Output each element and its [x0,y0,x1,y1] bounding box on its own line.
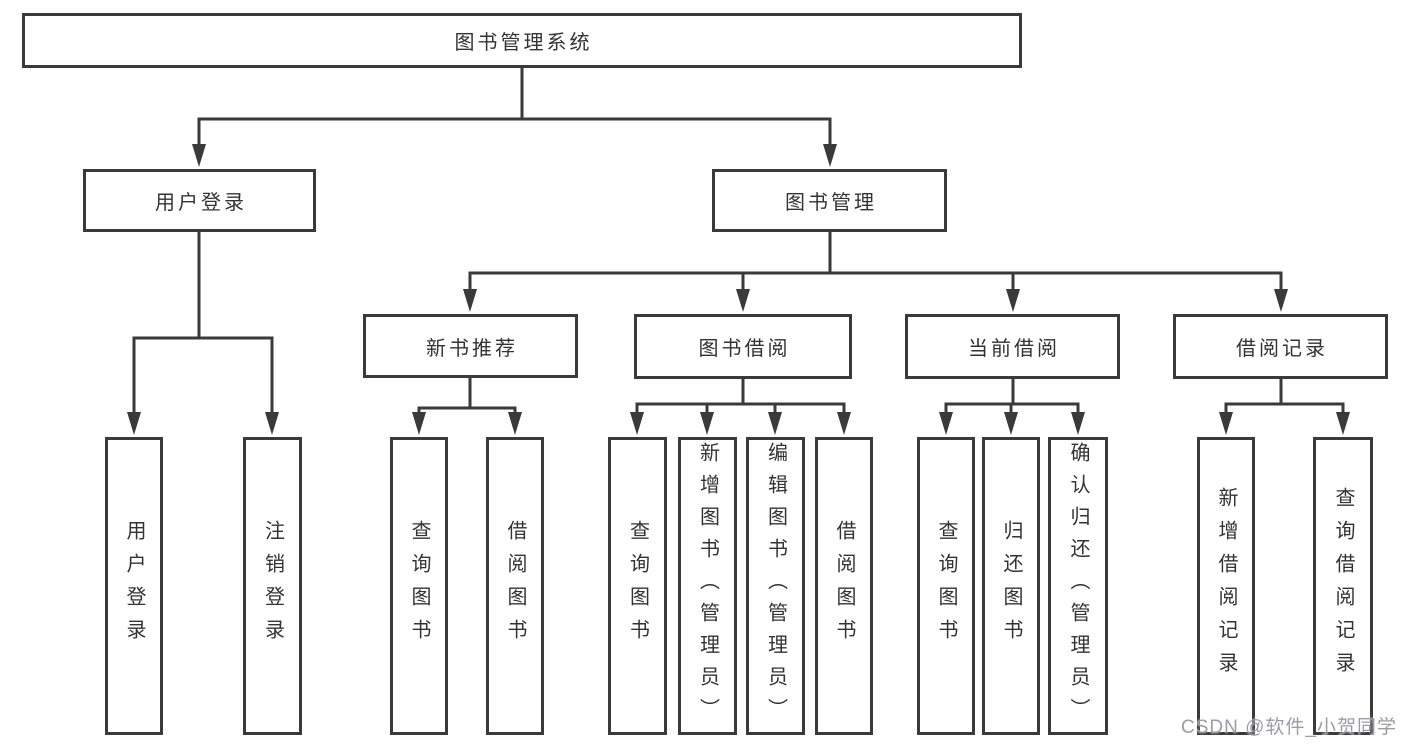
node-bb-query-book: 查询图书 [608,437,667,735]
node-logout: 注销登录 [243,437,302,735]
node-book-mgmt: 图书管理 [712,169,947,232]
node-cb-confirm-return: 确认归还（管理员） [1048,437,1108,735]
csdn-watermark: CSDN @软件_小贺同学 [1181,717,1397,738]
node-bb-add-book: 新增图书（管理员） [678,437,737,735]
arrowheads [127,144,1350,435]
node-nb-borrow-book: 借阅图书 [486,437,544,735]
node-cb-return-book: 归还图书 [982,437,1040,735]
node-user-login-group: 用户登录 [83,169,316,232]
node-user-login: 用户登录 [105,437,163,735]
node-current-borrow: 当前借阅 [905,314,1120,379]
node-bb-borrow-book: 借阅图书 [815,437,873,735]
node-root: 图书管理系统 [22,13,1022,68]
node-cb-query-book: 查询图书 [917,437,975,735]
node-nb-query-book: 查询图书 [390,437,448,735]
node-borrow-records: 借阅记录 [1173,314,1388,379]
node-br-add-record: 新增借阅记录 [1197,437,1255,735]
node-book-borrow: 图书借阅 [634,314,852,379]
node-bb-edit-book: 编辑图书（管理员） [746,437,805,735]
node-br-query-record: 查询借阅记录 [1313,437,1373,735]
node-new-book-rec: 新书推荐 [363,314,578,378]
